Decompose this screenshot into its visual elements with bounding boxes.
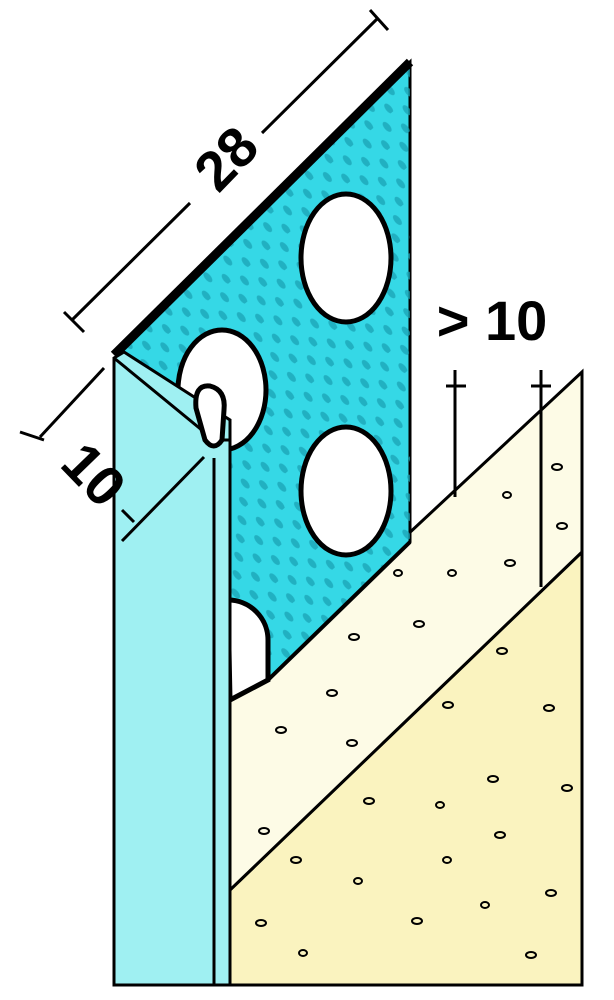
plaster-aggregate-dots xyxy=(255,463,573,959)
dimension-plaster xyxy=(446,370,551,587)
hole-middle xyxy=(298,424,394,558)
dimension-width-label: 28 xyxy=(182,114,271,203)
rolled-hook xyxy=(193,383,227,449)
dimension-leg xyxy=(19,366,206,543)
dimension-width xyxy=(62,8,390,334)
dimension-plaster-label: > 10 xyxy=(437,289,548,352)
hole-bottom-partial xyxy=(225,597,271,705)
profile-leg xyxy=(112,350,232,987)
hole-top xyxy=(298,191,394,325)
